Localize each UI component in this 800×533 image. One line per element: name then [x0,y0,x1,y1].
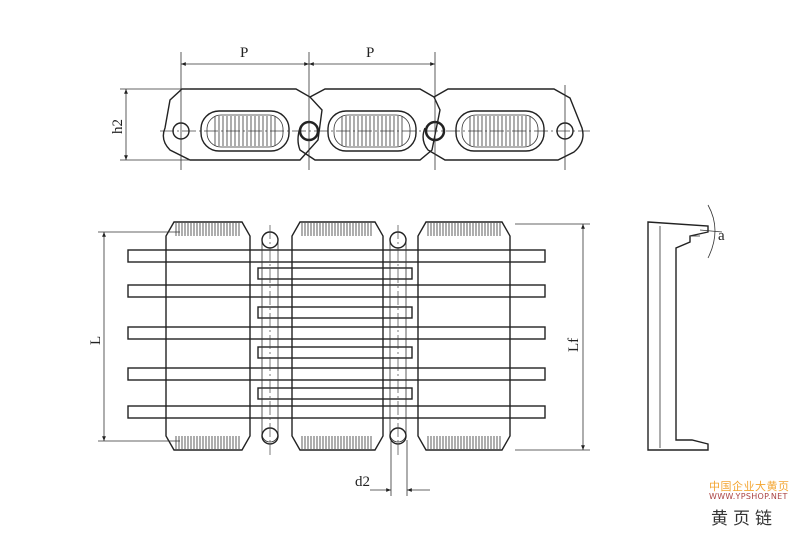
roller [165,221,251,451]
roller [417,221,511,451]
pitch-label: P [366,45,374,61]
link-plate [162,88,323,161]
inner-plate-bar [257,346,413,359]
roller-slot-inner [333,114,411,148]
link-plate-bar [127,284,546,298]
roller-slot [327,110,417,152]
angle-label: a [718,228,725,244]
side-view-links: P P h2 [110,45,590,170]
roller-slot [200,110,290,152]
inner-plate-bar [257,387,413,400]
roller-slot-inner [461,114,539,148]
length-label: L [88,336,104,345]
watermark-url: WWW.YPSHOP.NET [709,492,788,501]
roller-slot [455,110,545,152]
pitch-label: P [240,45,248,61]
link-plate [422,88,584,161]
overall-length-label: Lf [566,338,582,352]
link-plate-bar [127,405,546,419]
watermark-title: 中国企业大黄页 [709,480,790,493]
inner-plate-bar [257,267,413,280]
inner-plate-bar [257,306,413,319]
roller [291,221,384,451]
side-profile: a [647,204,725,451]
plate-height-label: h2 [110,119,126,134]
link-plate-bar [127,326,546,340]
pin-diameter-label: d2 [355,474,370,490]
plan-view: L Lf d2 [88,221,590,496]
watermark-brand: 黄页链 [711,509,777,529]
roller-slot-inner [206,114,284,148]
link-plate-bar [127,249,546,263]
link-plate [297,88,441,161]
link-plate-bar [127,367,546,381]
